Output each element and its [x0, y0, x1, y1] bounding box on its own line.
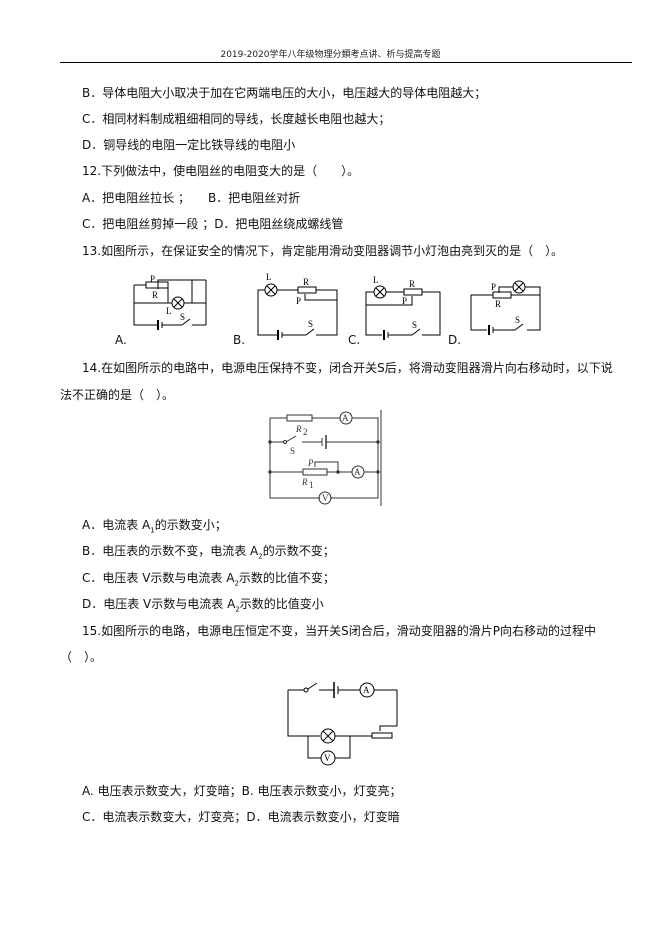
- q13-circuit-d: PR S: [470, 280, 541, 335]
- q12-options-cd: C．把电阻丝剪掉一段 ；D．把电阻丝绕成螺线管: [82, 217, 344, 231]
- svg-text:S: S: [290, 446, 295, 456]
- svg-text:S: S: [180, 312, 185, 322]
- svg-text:R: R: [495, 299, 501, 309]
- svg-text:P: P: [491, 282, 496, 292]
- svg-text:S: S: [308, 319, 313, 329]
- q11-option-d: D．铜导线的电阻一定比铁导线的电阻小: [82, 138, 296, 152]
- svg-text:R: R: [303, 277, 309, 287]
- header-rule: [60, 62, 632, 63]
- svg-text:P: P: [150, 274, 155, 284]
- q13-label-d: D.: [448, 333, 462, 347]
- svg-text:P: P: [402, 296, 407, 306]
- q13-stem: 13.如图所示，在保证安全的情况下，肯定能用滑动变阻器调节小灯泡由亮到灭的是（ …: [82, 244, 564, 258]
- svg-text:L: L: [266, 272, 272, 282]
- svg-text:L: L: [373, 275, 379, 285]
- q15-options-cd: C．电流表示数变大，灯变亮；D．电流表示数变小，灯变暗: [82, 810, 400, 824]
- q13-label-b: B.: [233, 333, 246, 347]
- q13-label-c: C.: [348, 333, 361, 347]
- q14-stem-line1: 14.在如图所示的电路中，电源电压保持不变，闭合开关S后，将滑动变阻器滑片向右移…: [82, 361, 613, 375]
- q11-option-b: B．导体电阻大小取决于加在它两端电压的大小，电压越大的导体电阻越大；: [82, 86, 487, 100]
- svg-text:R: R: [301, 477, 308, 487]
- q12-options-ab: A．把电阻丝拉长 ； B．把电阻丝对折: [82, 191, 301, 205]
- svg-text:A: A: [342, 413, 349, 423]
- q11-option-c: C．相同材料制成粗细相同的导线，长度越长电阻也越大；: [82, 112, 391, 126]
- q15-stem-line2: （ ）。: [60, 650, 103, 664]
- svg-text:R: R: [152, 290, 158, 300]
- q14-option-d: D．电压表 V示数与电流表 A2示数的比值变小: [82, 597, 324, 614]
- svg-text:S: S: [412, 320, 417, 330]
- q14-option-b: B．电压表的示数不变，电流表 A2的示数不变；: [82, 544, 335, 561]
- q13-circuit-a: PR LS: [133, 274, 207, 330]
- svg-text:L: L: [166, 306, 172, 316]
- svg-text:P: P: [296, 296, 301, 306]
- svg-text:2: 2: [303, 427, 308, 437]
- q14-option-c: C．电压表 V示数与电流表 A2示数的比值不变；: [82, 571, 335, 588]
- q15-options-ab: A. 电压表示数变大，灯变暗；B. 电压表示数变小，灯变亮；: [82, 784, 402, 798]
- q15-stem-line1: 15.如图所示的电路，电源电压恒定不变，当开关S闭合后，滑动变阻器的滑片P向右移…: [82, 624, 596, 638]
- q14-stem-line2: 法不正确的是（ ）。: [60, 388, 175, 402]
- q13-circuit-c: L R P S: [365, 275, 441, 340]
- svg-text:V: V: [322, 493, 329, 503]
- svg-text:A: A: [354, 467, 361, 477]
- svg-text:P: P: [307, 458, 314, 468]
- q15-circuit: A V: [287, 682, 398, 766]
- q12-stem: 12.下列做法中，使电阻丝的电阻变大的是（ ）。: [82, 164, 360, 178]
- svg-text:R: R: [409, 279, 415, 289]
- svg-text:S: S: [515, 315, 520, 325]
- q14-option-a: A．电流表 A1的示数变小；: [82, 518, 227, 535]
- svg-text:A: A: [363, 685, 370, 695]
- svg-text:R: R: [295, 424, 302, 434]
- q13-circuit-b: L R P S: [257, 272, 338, 340]
- svg-text:V: V: [324, 753, 331, 763]
- svg-text:1: 1: [309, 480, 314, 490]
- q13-label-a: A.: [115, 333, 127, 347]
- page-header: 2019-2020学年八年级物理分類考点讲、析与提高专题: [220, 50, 441, 60]
